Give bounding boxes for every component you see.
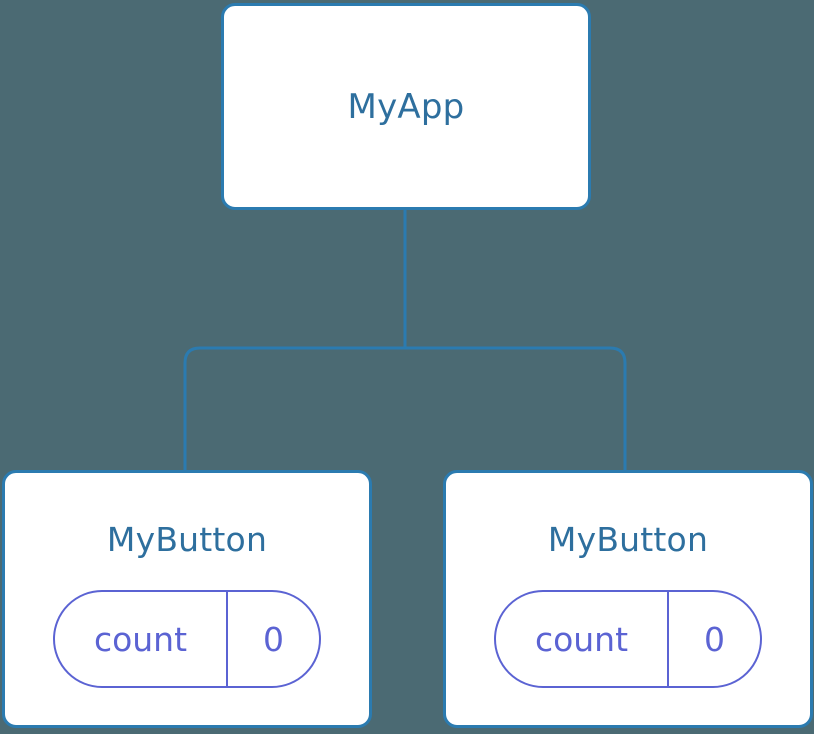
state-key: count [55,592,228,686]
node-title: MyApp [347,86,465,127]
node-mybutton-2[interactable]: MyButton count 0 [443,470,813,728]
state-pill[interactable]: count 0 [494,590,762,688]
node-mybutton-1[interactable]: MyButton count 0 [2,470,372,728]
state-pill[interactable]: count 0 [53,590,321,688]
state-value: 0 [704,619,725,659]
edge-root-to-children [183,346,627,470]
node-title: MyButton [547,520,709,559]
state-key: count [496,592,669,686]
state-value: 0 [263,619,284,659]
node-myapp[interactable]: MyApp [221,3,591,210]
node-title: MyButton [106,520,268,559]
